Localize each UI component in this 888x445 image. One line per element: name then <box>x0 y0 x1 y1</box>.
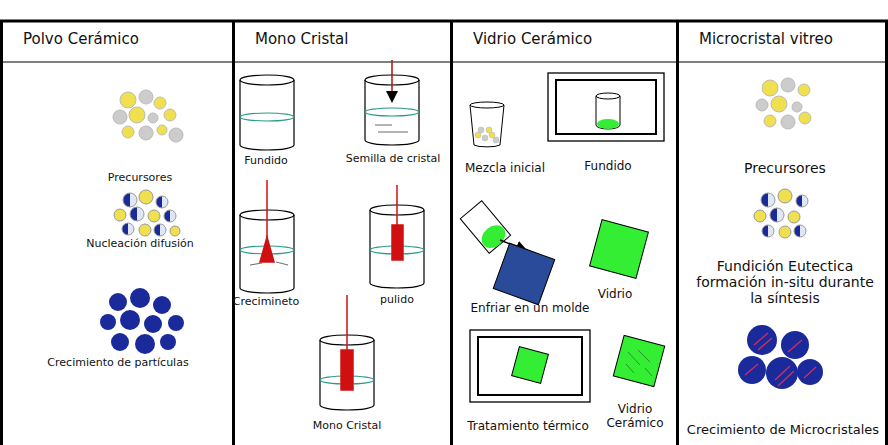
step-label: Vidrio Cerámico <box>603 403 668 431</box>
step-label: Crecimiento de Microcristales <box>687 423 879 438</box>
column-panel: Vidrio Cerámico <box>450 20 676 445</box>
column-heading: Polvo Cerámico <box>3 20 232 48</box>
step-label: Crecimineto <box>233 296 299 309</box>
column-panel: Microcristal vitreo <box>676 20 888 445</box>
step-label: Fundido <box>244 155 287 168</box>
column-panel: Polvo Cerámico <box>0 20 232 445</box>
column-panel: Mono Cristal <box>232 20 450 445</box>
step-label: Crecimiento de partículas <box>47 357 188 370</box>
step-label: Nucleación difusión <box>86 238 194 251</box>
step-label: Fundición Eutectica formación in-situ du… <box>690 258 880 306</box>
column-heading: Vidrio Cerámico <box>453 20 676 48</box>
step-label: Precursores <box>744 160 826 176</box>
step-label: Precursores <box>108 172 172 185</box>
step-label: Enfriar en un molde <box>471 302 590 316</box>
column-heading: Mono Cristal <box>235 20 450 48</box>
column-heading: Microcristal vitreo <box>679 20 885 48</box>
step-label: Vidrio <box>598 288 633 302</box>
step-label: Tratamiento térmico <box>467 420 589 434</box>
step-label: Mono Cristal <box>313 420 382 433</box>
step-label: Mezcla inicial <box>465 162 545 176</box>
step-label: Semilla de cristal <box>346 153 441 166</box>
step-label: pulido <box>380 294 414 307</box>
step-label: Fundido <box>584 160 631 174</box>
